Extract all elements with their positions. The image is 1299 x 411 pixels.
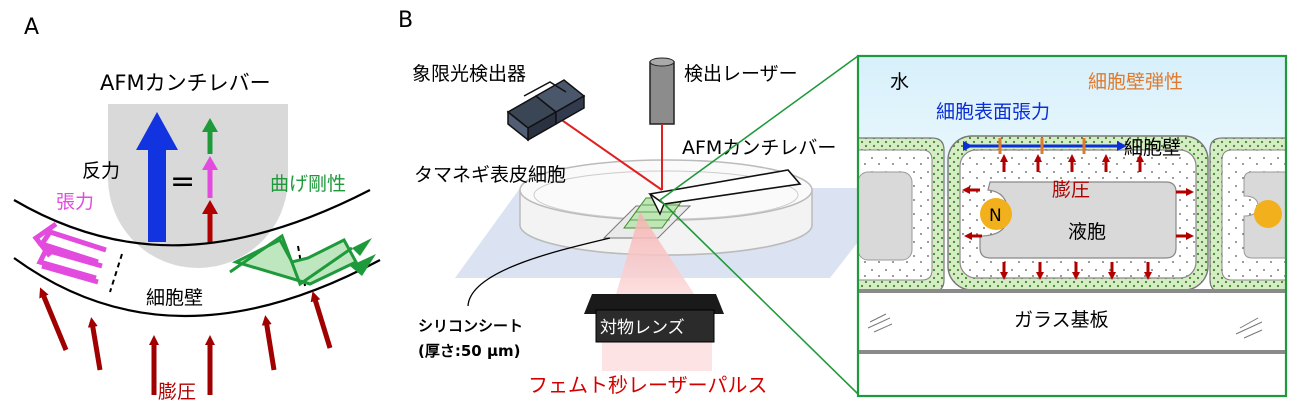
- wall-label-inset: 細胞壁: [1124, 137, 1181, 159]
- elasticity-marks: [998, 138, 1086, 154]
- cantilever-label-a: AFMカンチレバー: [100, 71, 271, 95]
- detector-label: 象限光検出器: [412, 63, 526, 85]
- turgor-arrows: [39, 287, 333, 395]
- laser-label: 検出レーザー: [684, 63, 798, 85]
- zoom-line-top: [659, 55, 859, 201]
- panel-b: B 対物レンズ フェムト秒レーザーパルス 検出レーザー: [398, 8, 900, 397]
- elasticity-label: 細胞壁弾性: [1088, 71, 1183, 93]
- cell-wall-inner: [13, 257, 381, 318]
- tension-label: 張力: [56, 191, 94, 213]
- inset: N ガラス基板: [856, 54, 1288, 398]
- turgor-label-a: 膨圧: [158, 381, 196, 403]
- bending-label: 曲げ剛性: [270, 173, 346, 195]
- cell-wall-outer: [13, 189, 371, 247]
- surface-tension-label: 細胞表面張力: [936, 101, 1050, 123]
- sheet-label: シリコンシート: [418, 317, 523, 335]
- tension-arrows: [32, 221, 107, 285]
- objective-lens: [595, 309, 715, 343]
- cells-label: タマネギ表皮細胞: [414, 164, 566, 186]
- laser-module: [649, 61, 675, 125]
- quadrant-detector: [506, 79, 586, 142]
- nucleus-label: N: [989, 206, 1002, 226]
- cantilever-label-b: AFMカンチレバー: [682, 137, 836, 159]
- objective-lens-top: [584, 294, 724, 314]
- turgor-arrows-inset: [962, 154, 1194, 280]
- lens-label: 対物レンズ: [600, 318, 685, 338]
- sheet-pointer: [467, 237, 611, 307]
- bending-arrows: [229, 233, 376, 287]
- panel-b-label: B: [398, 8, 413, 33]
- nucleus: [980, 198, 1012, 230]
- water-label: 水: [890, 71, 909, 93]
- zoom-line-bottom: [659, 199, 859, 395]
- vacuole-label: 液胞: [1068, 221, 1106, 243]
- reaction-label: 反力: [82, 160, 120, 182]
- reaction-force-arrow: [136, 112, 178, 242]
- inset-frame: [856, 54, 1288, 398]
- nucleus-neighbour: [1254, 200, 1282, 228]
- laser-beam-reflected: [555, 115, 663, 191]
- thickness-label: (厚さ:50 μm): [418, 342, 520, 360]
- glass-label: ガラス基板: [1014, 309, 1109, 331]
- panel-a: A AFMカンチレバー 反力 = 張力: [13, 15, 381, 403]
- wall-label-a: 細胞壁: [146, 287, 203, 309]
- pulse-label: フェムト秒レーザーパルス: [528, 373, 767, 397]
- turgor-label-inset: 膨圧: [1052, 179, 1090, 201]
- panel-a-label: A: [24, 15, 39, 40]
- equals-sign: =: [170, 164, 195, 199]
